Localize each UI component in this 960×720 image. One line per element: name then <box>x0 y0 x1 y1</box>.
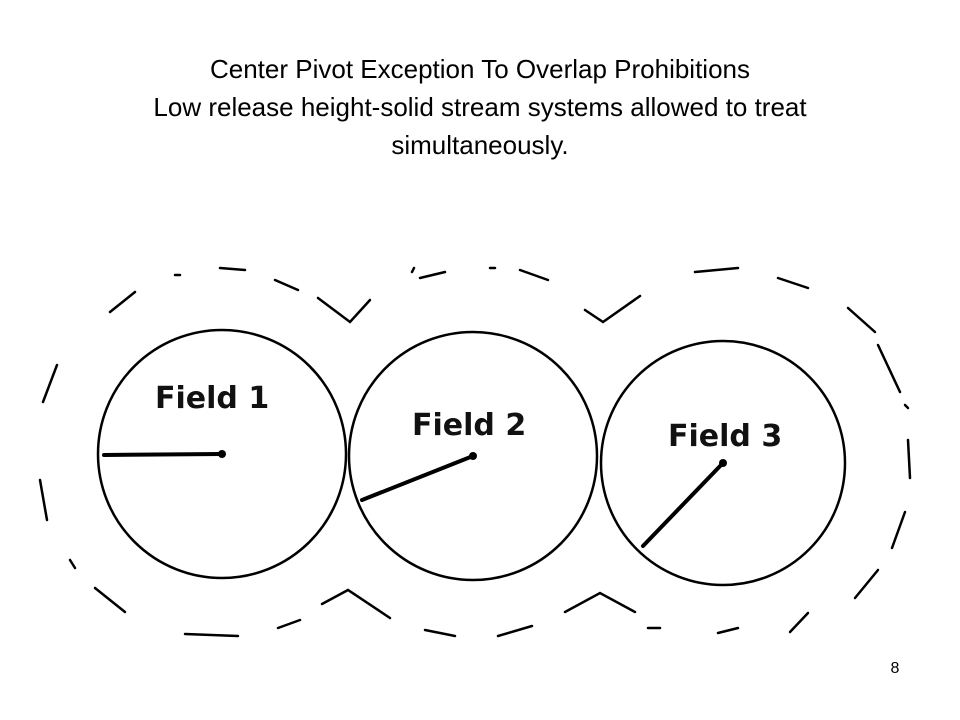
buffer-dash <box>418 270 447 280</box>
field-2-pivot-point <box>469 452 477 460</box>
buffer-dash <box>218 266 247 272</box>
buffer-dash <box>788 611 810 634</box>
buffer-dash <box>693 266 740 274</box>
field-3-label: Field 3 <box>668 419 782 454</box>
field-3-pivot-arm <box>641 461 725 548</box>
buffer-dash <box>853 568 880 600</box>
buffer-dash <box>320 588 392 620</box>
buffer-dash <box>276 618 302 630</box>
field-2-circle <box>347 330 599 582</box>
buffer-dash <box>583 294 642 324</box>
buffer-dash <box>518 268 550 282</box>
buffer-dash <box>423 628 457 638</box>
field-3-pivot-point <box>719 459 727 467</box>
field-3: Field 3 <box>599 339 847 587</box>
buffer-dash <box>68 558 77 570</box>
field-1-label: Field 1 <box>155 381 269 416</box>
buffer-dash <box>903 403 910 410</box>
buffer-dash <box>410 266 416 274</box>
buffer-dash <box>41 363 59 404</box>
field-1: Field 1 <box>96 328 348 580</box>
buffer-dash <box>316 296 372 324</box>
title-block: Center Pivot Exception To Overlap Prohib… <box>40 50 920 164</box>
slide-subtitle-line-2: simultaneously. <box>391 130 569 160</box>
buffer-dash <box>93 586 127 614</box>
slide-subtitle-line-1: Low release height-solid stream systems … <box>153 92 807 122</box>
buffer-dash <box>890 510 907 550</box>
buffer-zone-boundary <box>38 266 912 638</box>
buffer-dash <box>846 306 877 334</box>
buffer-dash <box>38 478 49 522</box>
buffer-dash <box>716 626 740 635</box>
field-1-circle <box>96 328 348 580</box>
field-2-label: Field 2 <box>412 408 526 443</box>
buffer-dash <box>183 632 240 638</box>
buffer-dash <box>906 438 912 480</box>
field-2: Field 2 <box>347 330 599 582</box>
buffer-dash <box>776 276 810 290</box>
buffer-dash <box>108 290 137 314</box>
slide-title: Center Pivot Exception To Overlap Prohib… <box>209 54 751 84</box>
field-2-pivot-arm <box>360 454 475 502</box>
field-1-pivot-point <box>218 450 226 458</box>
buffer-dash <box>876 343 902 394</box>
field-3-circle <box>599 339 847 587</box>
buffer-dash <box>563 591 637 614</box>
page-number: 8 <box>890 660 900 677</box>
buffer-dash <box>496 624 534 638</box>
buffer-dash <box>273 278 300 292</box>
field-1-pivot-arm <box>102 452 224 457</box>
